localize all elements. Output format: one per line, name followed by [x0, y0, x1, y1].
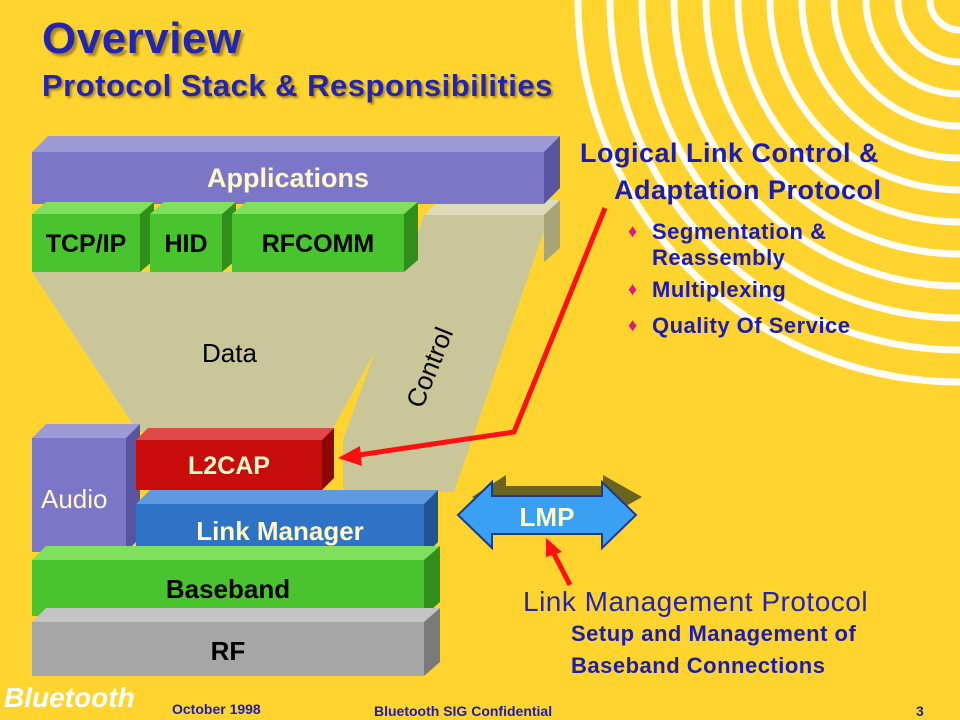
applications-layer	[32, 136, 560, 204]
slide-subtitle: Protocol Stack & Responsibilities	[42, 68, 553, 103]
bullet-text: Quality Of Service	[652, 313, 851, 338]
diamond-bullet-icon: ♦	[628, 221, 638, 241]
lmp-desc-line2: Baseband Connections	[571, 653, 826, 678]
rfcomm-layer	[232, 202, 418, 272]
footer-confidential: Bluetooth SIG Confidential	[374, 703, 553, 719]
baseband-label: Baseband	[165, 574, 291, 604]
bluetooth-logo: Bluetooth	[4, 682, 135, 713]
list-item: ♦ Multiplexing	[628, 277, 948, 303]
bullet-text-line1: Segmentation &	[652, 219, 827, 244]
slide-title: Overview	[42, 14, 242, 63]
lmp-desc-heading: Link Management Protocol	[523, 586, 869, 617]
lmp-desc-line1: Setup and Management of	[571, 621, 857, 646]
tcpip-label: TCP/IP	[45, 230, 127, 258]
lmp-label: LMP	[519, 502, 575, 532]
l2cap-desc-heading-line2: Adaptation Protocol	[614, 175, 882, 205]
l2cap-pointer-arrow	[338, 207, 608, 466]
link-manager-label: Link Manager	[196, 516, 364, 546]
data-funnel	[32, 272, 418, 432]
data-label: Data	[202, 338, 257, 368]
l2cap-desc-heading-line1: Logical Link Control &	[580, 138, 879, 168]
hid-label: HID	[164, 230, 208, 258]
diamond-bullet-icon: ♦	[628, 315, 638, 335]
audio-label: Audio	[41, 484, 108, 514]
l2cap-bullet-list: ♦ Segmentation & Reassembly ♦ Multiplexi…	[628, 219, 948, 339]
l2cap-layer	[136, 428, 334, 490]
rf-layer	[32, 608, 440, 676]
rfcomm-label: RFCOMM	[261, 230, 375, 258]
bullet-text-line2: Reassembly	[652, 245, 786, 270]
footer-date: October 1998	[172, 701, 261, 717]
baseband-layer	[32, 546, 440, 616]
bullet-text: Multiplexing	[652, 277, 787, 302]
audio-layer	[32, 424, 140, 552]
lmp-pointer-arrow	[546, 538, 573, 587]
list-item: ♦ Segmentation & Reassembly	[628, 219, 948, 271]
diamond-bullet-icon: ♦	[628, 279, 638, 299]
rf-label: RF	[210, 636, 246, 666]
l2cap-label: L2CAP	[188, 452, 270, 480]
lmp-arrow	[456, 475, 642, 551]
list-item: ♦ Quality Of Service	[628, 313, 948, 339]
applications-label: Applications	[206, 163, 369, 193]
page-number: 3	[916, 703, 924, 719]
